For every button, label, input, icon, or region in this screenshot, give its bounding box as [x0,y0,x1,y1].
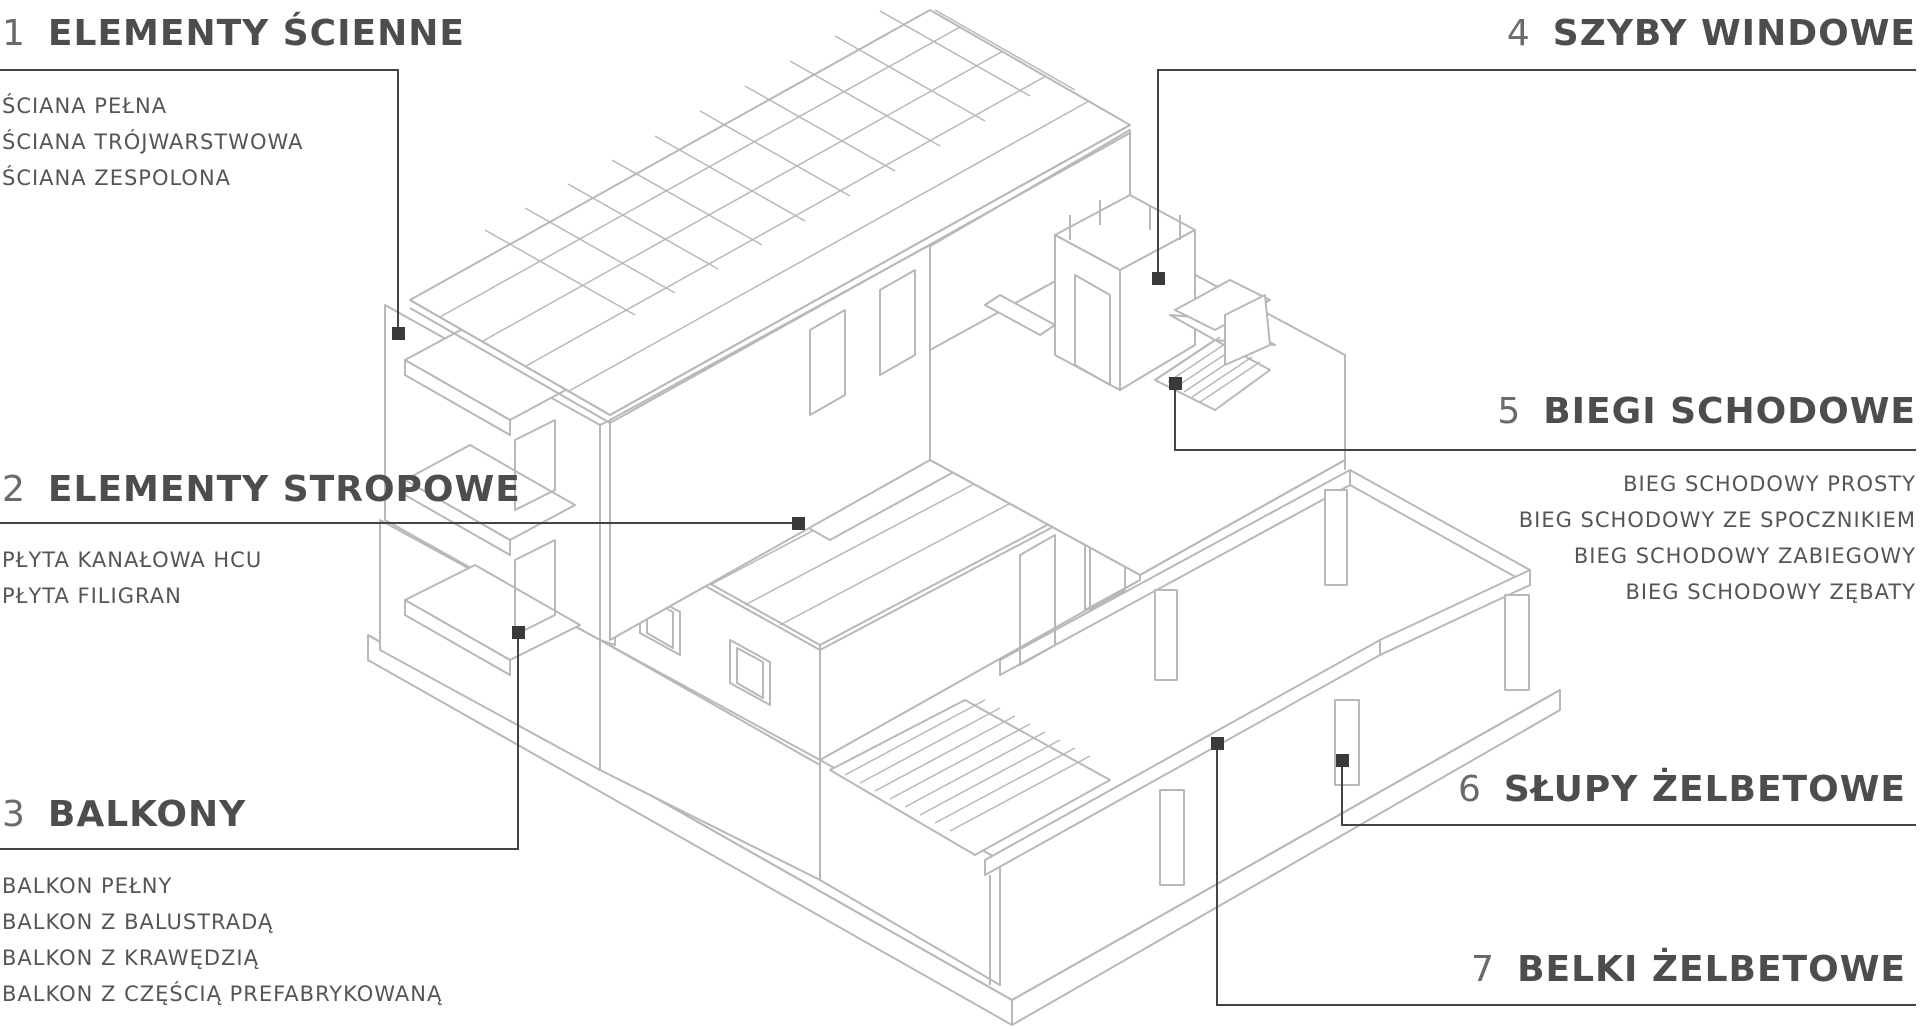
category-1-items: ŚCIANA PEŁNA ŚCIANA TRÓJWARSTWOWA ŚCIANA… [2,88,303,196]
marker-3 [512,626,525,639]
category-4-heading: 4 SZYBY WINDOWE [1507,16,1916,52]
list-item: BALKON Z BALUSTRADĄ [2,910,274,934]
category-1-title: ELEMENTY ŚCIENNE [47,13,465,54]
category-1-number: 1 [2,13,26,54]
marker-7 [1211,737,1224,750]
category-5-items: BIEG SCHODOWY PROSTY BIEG SCHODOWY ZE SP… [1519,466,1916,610]
marker-2 [792,517,805,530]
category-4-title: SZYBY WINDOWE [1552,13,1916,54]
category-5-number: 5 [1497,391,1522,432]
list-item: BIEG SCHODOWY PROSTY [1623,472,1916,496]
marker-6 [1336,754,1349,767]
category-1-heading: 1 ELEMENTY ŚCIENNE [2,16,465,52]
category-2-number: 2 [2,469,26,510]
list-item: BIEG SCHODOWY ZABIEGOWY [1573,544,1916,568]
category-3-title: BALKONY [47,794,247,835]
category-2-items: PŁYTA KANAŁOWA HCU PŁYTA FILIGRAN [2,542,262,614]
list-item: ŚCIANA TRÓJWARSTWOWA [2,130,304,154]
list-item: PŁYTA FILIGRAN [2,584,182,608]
category-6-number: 6 [1457,769,1482,810]
category-7-title: BELKI ŻELBETOWE [1517,949,1906,990]
category-3-heading: 3 BALKONY [2,797,246,833]
list-item: PŁYTA KANAŁOWA HCU [2,548,263,572]
list-item: BIEG SCHODOWY ZE SPOCZNIKIEM [1518,508,1916,532]
category-3-items: BALKON PEŁNY BALKON Z BALUSTRADĄ BALKON … [2,868,442,1012]
category-2-heading: 2 ELEMENTY STROPOWE [2,472,521,508]
category-6-heading: 6 SŁUPY ŻELBETOWE [1458,772,1906,808]
marker-4 [1152,272,1165,285]
list-item: BALKON Z KRAWĘDZIĄ [2,946,259,970]
category-7-number: 7 [1471,949,1496,990]
marker-5 [1169,377,1182,390]
list-item: ŚCIANA ZESPOLONA [2,166,232,190]
list-item: BALKON PEŁNY [2,874,173,898]
category-2-title: ELEMENTY STROPOWE [47,469,521,510]
list-item: ŚCIANA PEŁNA [2,94,168,118]
category-7-heading: 7 BELKI ŻELBETOWE [1471,952,1906,988]
category-5-title: BIEGI SCHODOWE [1543,391,1916,432]
category-5-heading: 5 BIEGI SCHODOWE [1497,394,1916,430]
list-item: BALKON Z CZĘŚCIĄ PREFABRYKOWANĄ [2,982,443,1006]
category-4-number: 4 [1506,13,1531,54]
category-3-number: 3 [2,794,26,835]
marker-1 [392,327,405,340]
category-6-title: SŁUPY ŻELBETOWE [1503,769,1906,810]
list-item: BIEG SCHODOWY ZĘBATY [1625,580,1916,604]
